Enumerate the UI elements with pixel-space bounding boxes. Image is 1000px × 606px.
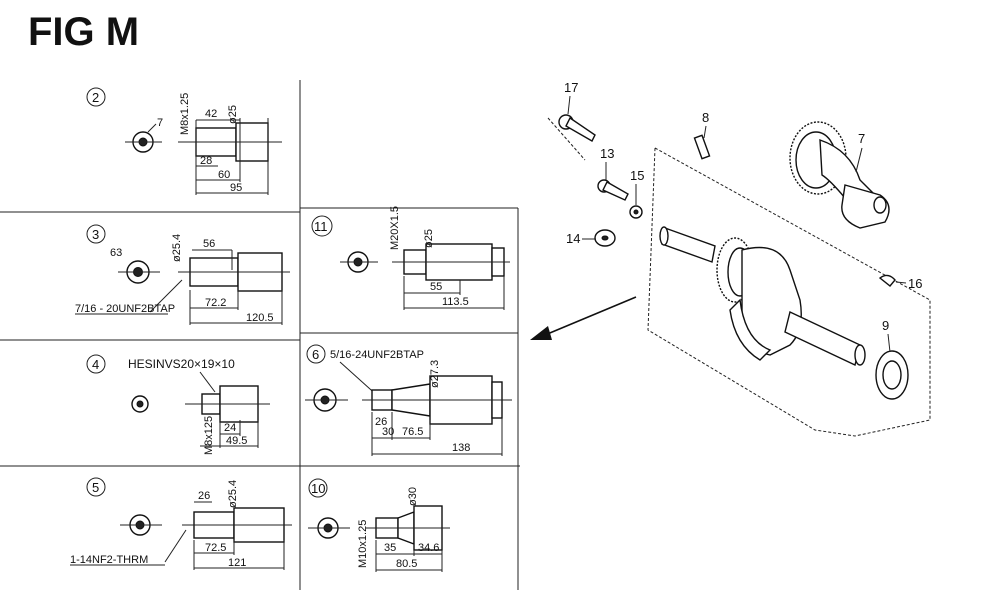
panel-5-number: 5 (92, 480, 99, 495)
part-callouts: 17 13 15 14 8 7 16 9 (564, 80, 922, 353)
panel-11-dim-113: 113.5 (442, 296, 469, 308)
callout-14: 14 (566, 231, 580, 246)
panel-4-dim-49: 49.5 (226, 435, 247, 447)
panel-2-dim-28: 28 (200, 155, 212, 167)
panel-5-dim-72: 72.5 (205, 542, 226, 554)
panel-5: 5 26 ø25.4 72.5 121 1-14NF2-THRM (70, 477, 292, 570)
panel-2-dia: ø25 (227, 105, 239, 124)
panel-10-dim-35: 35 (384, 542, 396, 554)
panel-5-dim-121: 121 (228, 557, 246, 569)
callout-7: 7 (858, 131, 865, 146)
panel-2-dim-95: 95 (230, 182, 242, 194)
panel-3: 3 63 56 72.2 120.5 ø25.4 7/16 - 20UNF2BT… (75, 224, 290, 325)
panel-11-number: 11 (314, 219, 328, 234)
panel-11-thread: M20X1.5 (389, 206, 401, 250)
panel-3-number: 3 (92, 227, 99, 242)
panel-2-callout: 7 (157, 117, 163, 129)
panel-4-note: HESINVS20×19×10 (128, 357, 235, 371)
panel-5-thread: 1-14NF2-THRM (70, 554, 148, 566)
panel-3-side: 63 (110, 247, 122, 259)
panel-6-number: 6 (312, 347, 319, 362)
panel-4-dim-24: 24 (224, 422, 236, 434)
panel-3-dia: ø25.4 (171, 234, 183, 262)
panel-10-dim-34: 34.6 (418, 542, 439, 554)
panel-11: 11 M20X1.5 ø25 55 113.5 (311, 206, 510, 310)
callout-13: 13 (600, 146, 614, 161)
panel-2-dim-42: 42 (205, 108, 217, 120)
panel-10-number: 10 (311, 481, 325, 496)
panel-5-dim-26: 26 (198, 490, 210, 502)
panel-10: 10 ø30 M10x1.25 35 34.6 80.5 (308, 478, 450, 572)
callout-8: 8 (702, 110, 709, 125)
panel-4-number: 4 (92, 357, 99, 372)
panel-2-number: 2 (92, 90, 99, 105)
panel-5-dia: ø25.4 (227, 480, 239, 508)
panel-3-dim-120: 120.5 (246, 312, 274, 324)
panel-6-dia: ø27.3 (429, 360, 441, 388)
callout-9: 9 (882, 318, 889, 333)
panel-6-dim-30: 30 (382, 426, 394, 438)
panel-2: 2 7 42 28 60 95 M8x1.25 ø25 (86, 87, 282, 195)
panel-10-thread: M10x1.25 (357, 520, 369, 568)
panel-10-dia: ø30 (407, 487, 419, 506)
panel-3-dim-72: 72.2 (205, 297, 226, 309)
pointer-arrow (530, 296, 637, 340)
panel-6-dim-138: 138 (452, 442, 470, 454)
panel-3-dim-56: 56 (203, 238, 215, 250)
panel-6-small: 26 (375, 416, 387, 428)
panel-3-thread: 7/16 - 20UNF2BTAP (75, 303, 175, 315)
crankshaft-assembly (547, 114, 931, 437)
panel-10-dim-80: 80.5 (396, 558, 417, 570)
panel-11-dia: ø25 (423, 229, 435, 248)
panel-6-dim-76: 76.5 (402, 426, 423, 438)
callout-17: 17 (564, 80, 578, 95)
figure-title: FIG M (28, 10, 140, 54)
panel-2-thread: M8x1.25 (179, 93, 191, 135)
panel-6-thread: 5/16-24UNF2BTAP (330, 349, 424, 361)
panel-11-dim-55: 55 (430, 281, 442, 293)
callout-15: 15 (630, 168, 644, 183)
panel-2-dim-60: 60 (218, 169, 230, 181)
callout-16: 16 (908, 276, 922, 291)
panel-4: 4 HESINVS20×19×10 24 49.5 M8x125 (86, 354, 270, 455)
panel-grid-lines (0, 80, 520, 590)
panel-6: 6 5/16-24UNF2BTAP ø27.3 26 30 76.5 138 (305, 344, 512, 456)
panel-4-thread: M8x125 (203, 416, 215, 455)
